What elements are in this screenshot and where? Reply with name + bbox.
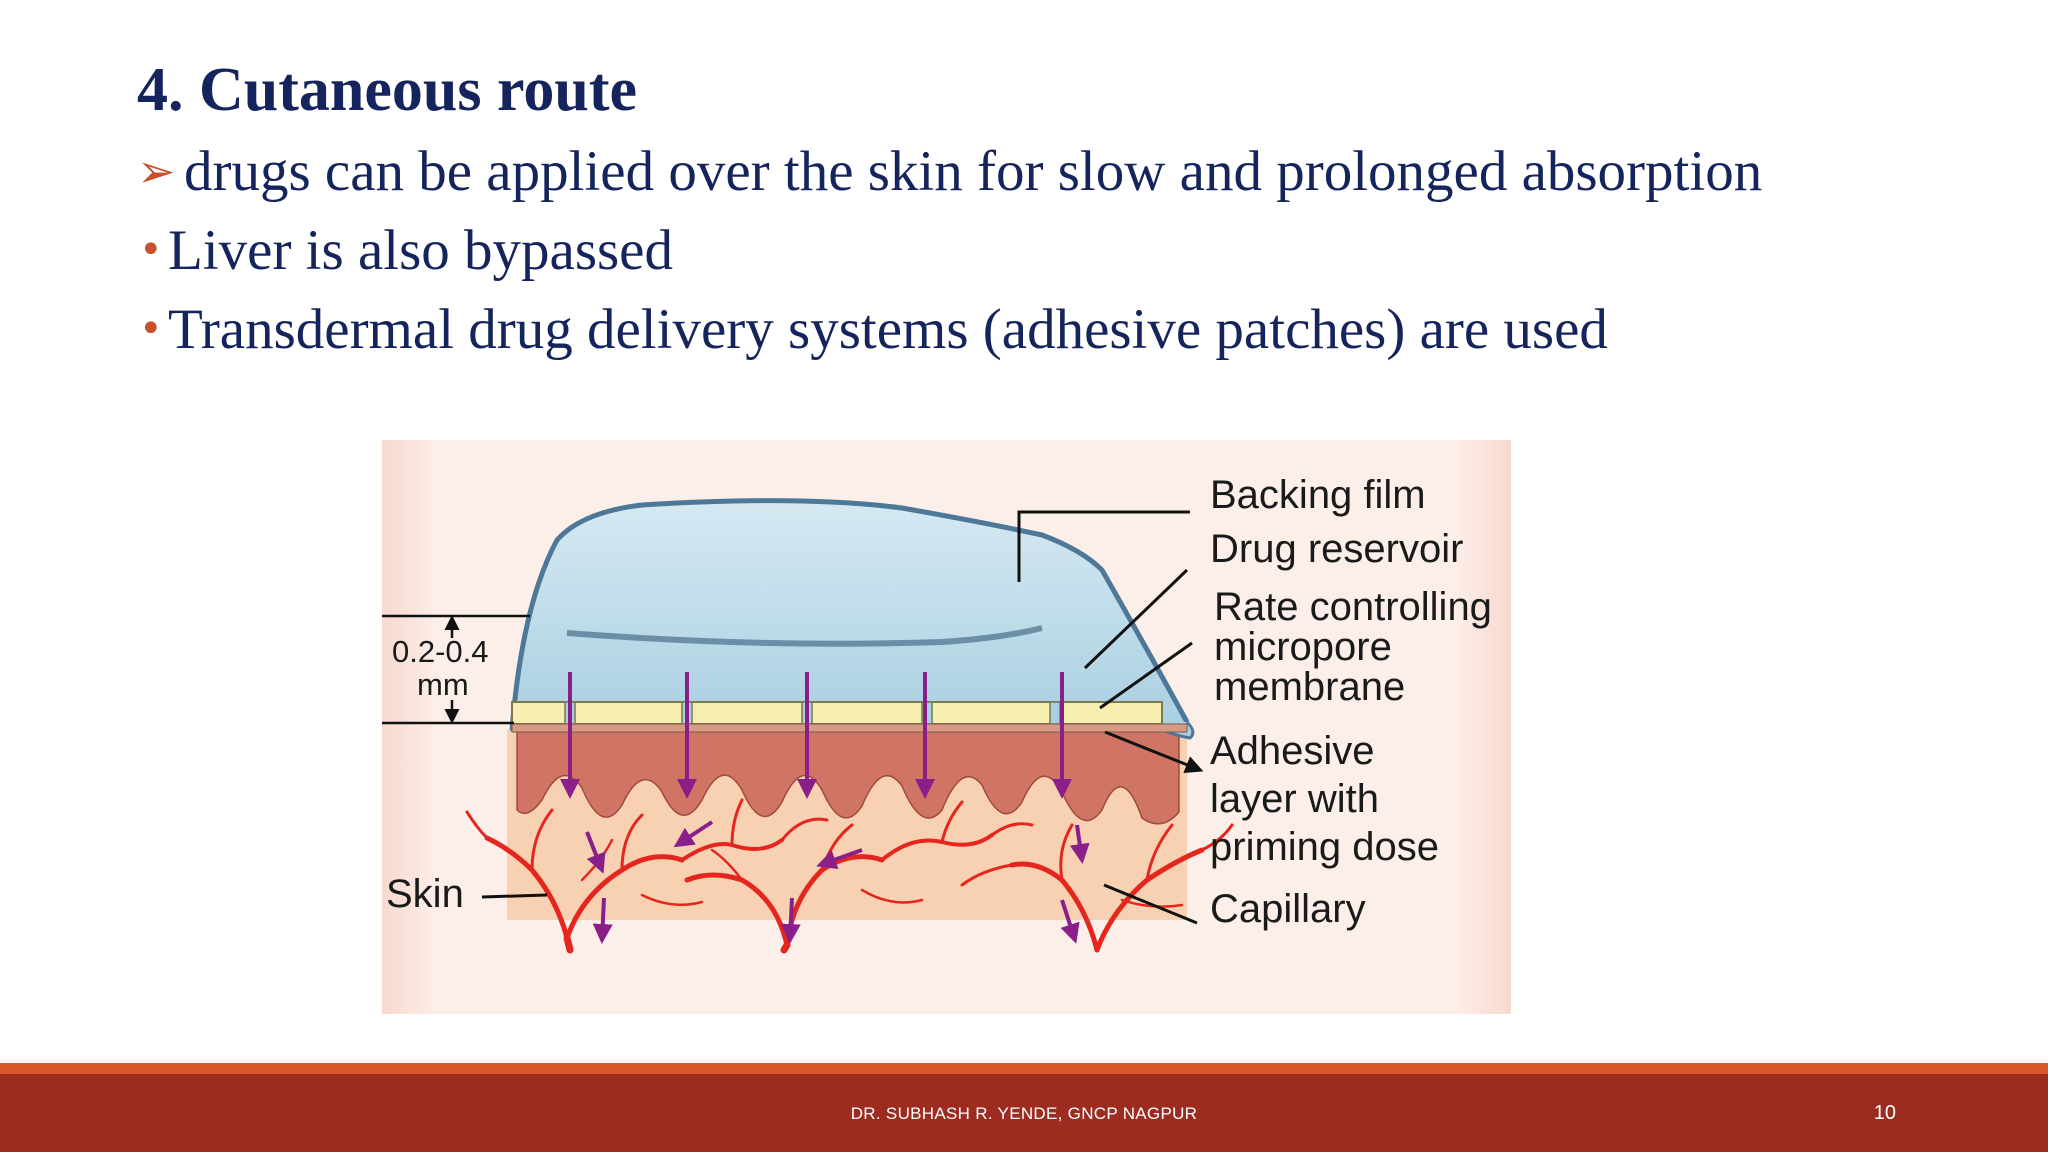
dot-bullet-icon: • bbox=[139, 290, 163, 369]
arrow-bullet-icon: ➢ bbox=[137, 132, 176, 211]
footer-band: DR. SUBHASH R. YENDE, GNCP NAGPUR 10 bbox=[0, 1074, 2048, 1152]
dot-bullet-icon: • bbox=[139, 211, 163, 290]
label-adhesive: Adhesive bbox=[1210, 729, 1375, 773]
label-layer-with: layer with bbox=[1210, 777, 1379, 821]
footer-author: DR. SUBHASH R. YENDE, GNCP NAGPUR bbox=[0, 1104, 2048, 1124]
bullet-list: ➢ drugs can be applied over the skin for… bbox=[137, 132, 1937, 369]
label-backing-film: Backing film bbox=[1210, 473, 1426, 517]
label-membrane: membrane bbox=[1214, 665, 1405, 709]
label-drug-reservoir: Drug reservoir bbox=[1210, 527, 1463, 571]
adhesive-layer bbox=[512, 724, 1187, 732]
transdermal-patch-diagram: 0.2-0.4 mm Backing film Drug reservoir R… bbox=[382, 440, 1511, 1014]
label-priming-dose: priming dose bbox=[1210, 825, 1439, 869]
bullet-text: drugs can be applied over the skin for s… bbox=[184, 132, 1762, 211]
label-rate-controlling: Rate controlling bbox=[1214, 585, 1492, 629]
micropore-membrane bbox=[512, 702, 1162, 724]
bullet-text: Transdermal drug delivery systems (adhes… bbox=[168, 290, 1608, 369]
bullet-item: ➢ drugs can be applied over the skin for… bbox=[137, 132, 1937, 211]
slide-title: 4. Cutaneous route bbox=[137, 52, 637, 128]
epidermis-layer bbox=[517, 730, 1179, 824]
label-micropore: micropore bbox=[1214, 625, 1392, 669]
thickness-value: 0.2-0.4 bbox=[392, 634, 489, 669]
bullet-item: • Liver is also bypassed bbox=[137, 211, 1937, 290]
page-number: 10 bbox=[1836, 1102, 1896, 1125]
label-capillary: Capillary bbox=[1210, 887, 1366, 931]
label-skin: Skin bbox=[386, 872, 464, 916]
bullet-item: • Transdermal drug delivery systems (adh… bbox=[137, 290, 1937, 369]
footer-accent-stripe bbox=[0, 1063, 2048, 1074]
thickness-unit: mm bbox=[417, 667, 469, 702]
bullet-text: Liver is also bypassed bbox=[168, 211, 673, 290]
